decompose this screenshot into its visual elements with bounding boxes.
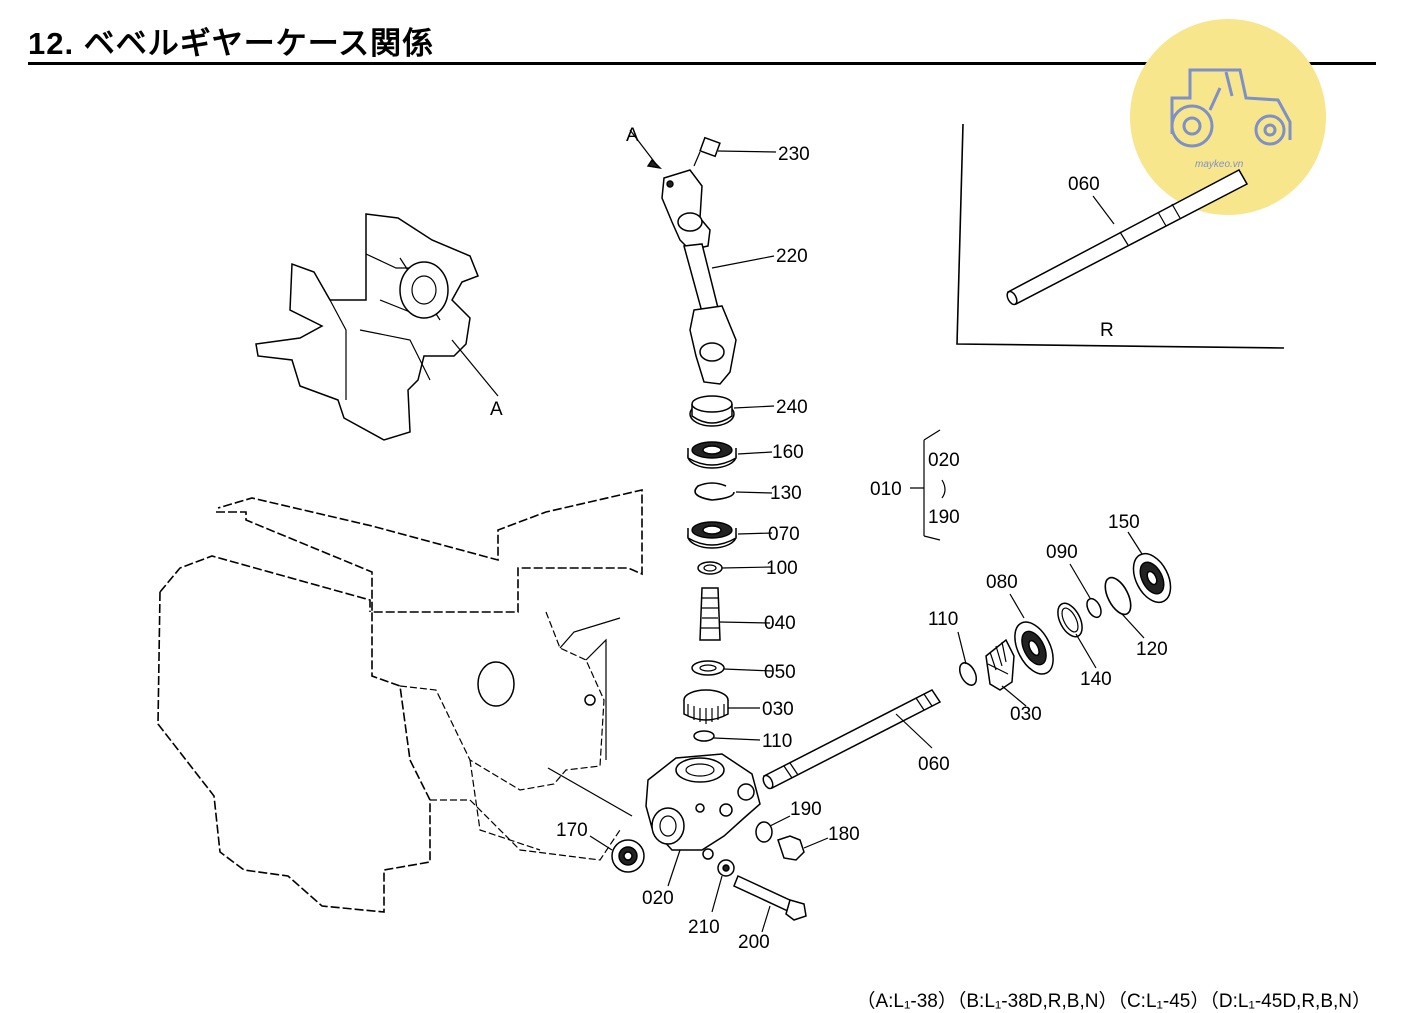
- title-rule: [28, 62, 1376, 65]
- callout-210: 210: [688, 917, 720, 938]
- callout-230: 230: [778, 144, 810, 165]
- vertical-shaft-assembly: A: [626, 125, 777, 742]
- callout-190-range: 190: [928, 507, 960, 528]
- callout-040: 040: [764, 613, 796, 634]
- callout-030-horizontal: 030: [1010, 704, 1042, 725]
- page-title: 12. ベベルギヤーケース関係: [28, 26, 435, 61]
- callout-200: 200: [738, 932, 770, 953]
- callout-240: 240: [776, 397, 808, 418]
- fasteners: [589, 815, 829, 933]
- callout-110-vertical: 110: [762, 731, 792, 752]
- callout-110-horizontal: 110: [928, 609, 958, 630]
- callout-a-top: A: [626, 125, 639, 146]
- horizontal-parts: [957, 531, 1172, 707]
- upper-housing-sketch: A: [255, 213, 503, 441]
- callout-190: 190: [790, 799, 822, 820]
- watermark-text: maykeo.vn: [1195, 159, 1244, 170]
- callout-020: 020: [642, 888, 674, 909]
- callout-150: 150: [1108, 512, 1140, 533]
- inset-r: 060 R: [956, 123, 1285, 349]
- callout-070: 070: [768, 524, 800, 545]
- callout-140: 140: [1080, 669, 1112, 690]
- callout-170: 170: [556, 820, 588, 841]
- watermark-logo: maykeo.vn: [1130, 19, 1326, 215]
- group-bracket-010: [910, 429, 946, 541]
- callout-050: 050: [764, 662, 796, 683]
- callout-120: 120: [1136, 639, 1168, 660]
- model-applicability-note: （A:L₁-38）（B:L₁-38D,R,B,N）（C:L₁-45）（D:L₁-…: [856, 991, 1371, 1012]
- callout-180: 180: [828, 824, 860, 845]
- callout-060: 060: [918, 754, 950, 775]
- callout-010: 010: [870, 479, 902, 500]
- callout-160: 160: [772, 442, 804, 463]
- callout-080: 080: [986, 572, 1018, 593]
- callout-030-vertical: 030: [762, 699, 794, 720]
- callout-130: 130: [770, 483, 802, 504]
- callout-r: R: [1100, 320, 1114, 341]
- callout-a-bottom: A: [490, 399, 503, 420]
- transmission-case-sketch: [157, 488, 643, 913]
- callout-100: 100: [766, 558, 798, 579]
- callout-220: 220: [776, 246, 808, 267]
- bevel-gear-case: [645, 753, 761, 860]
- horizontal-shaft-060: [762, 689, 942, 790]
- callout-060-inset: 060: [1068, 174, 1100, 195]
- callout-090: 090: [1046, 542, 1078, 563]
- callout-020-range: 020: [928, 450, 960, 471]
